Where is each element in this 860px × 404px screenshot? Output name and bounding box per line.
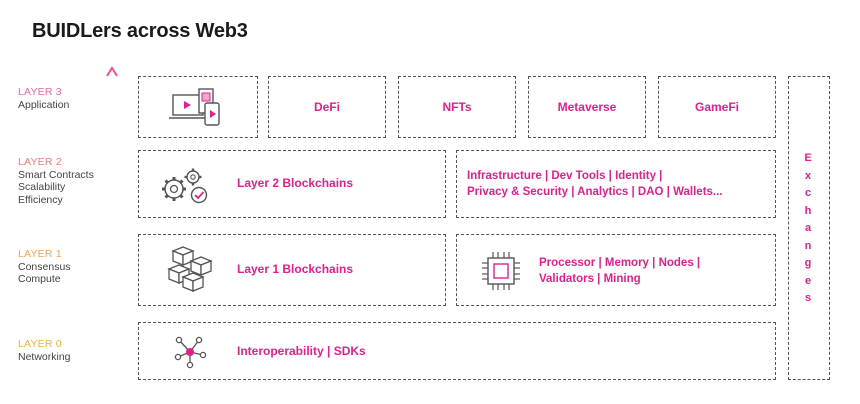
layer0-label: Interoperability | SDKs [237,344,366,358]
exchanges-letter: E [804,152,812,164]
nfts-label: NFTs [442,100,472,114]
layer-0-label: LAYER 0 Networking [18,338,71,363]
chip-icon [482,252,520,290]
exchanges-letter: e [804,274,812,287]
exchanges-letter: a [804,222,812,234]
exchanges-letter: g [804,257,812,269]
devices-icon [169,88,220,126]
cubes-icon [167,246,213,292]
exchanges-letter: x [804,169,812,182]
layer1-blockchains-box: Layer 1 Blockchains [138,234,446,306]
exchanges-letter: c [804,187,812,199]
exchanges-letter: h [804,204,812,217]
exchanges-box [788,76,830,380]
layer-1-label: LAYER 1 Consensus Compute [18,248,71,285]
layer2-tools-text: Infrastructure | Dev Tools | Identity | … [467,170,723,198]
layer-3-label: LAYER 3 Application [18,86,70,111]
layer1-compute-text: Processor | Memory | Nodes | Validators … [539,257,701,285]
layer-arrow [106,66,118,386]
app-devices-box [138,76,258,138]
layer2-tools-box: Infrastructure | Dev Tools | Identity | … [456,150,776,218]
exchanges-letter: s [804,292,812,304]
layer1-blockchains-label: Layer 1 Blockchains [237,262,354,276]
gamefi-box: GameFi [658,76,776,138]
metaverse-label: Metaverse [557,100,617,114]
exchanges-letter: n [804,239,812,252]
defi-label: DeFi [313,100,340,114]
layer0-box: Interoperability | SDKs [138,322,776,380]
gears-icon [162,168,208,204]
layer-2-label: LAYER 2 Smart Contracts Scalability Effi… [18,156,94,206]
network-icon [174,336,207,369]
page-title: BUIDLers across Web3 [32,20,248,42]
metaverse-box: Metaverse [528,76,646,138]
layer2-blockchains-label: Layer 2 Blockchains [237,176,354,190]
layer1-compute-box: Processor | Memory | Nodes | Validators … [456,234,776,306]
gamefi-label: GameFi [694,100,739,114]
nfts-box: NFTs [398,76,516,138]
layer2-blockchains-box: Layer 2 Blockchains [138,150,446,218]
defi-box: DeFi [268,76,386,138]
